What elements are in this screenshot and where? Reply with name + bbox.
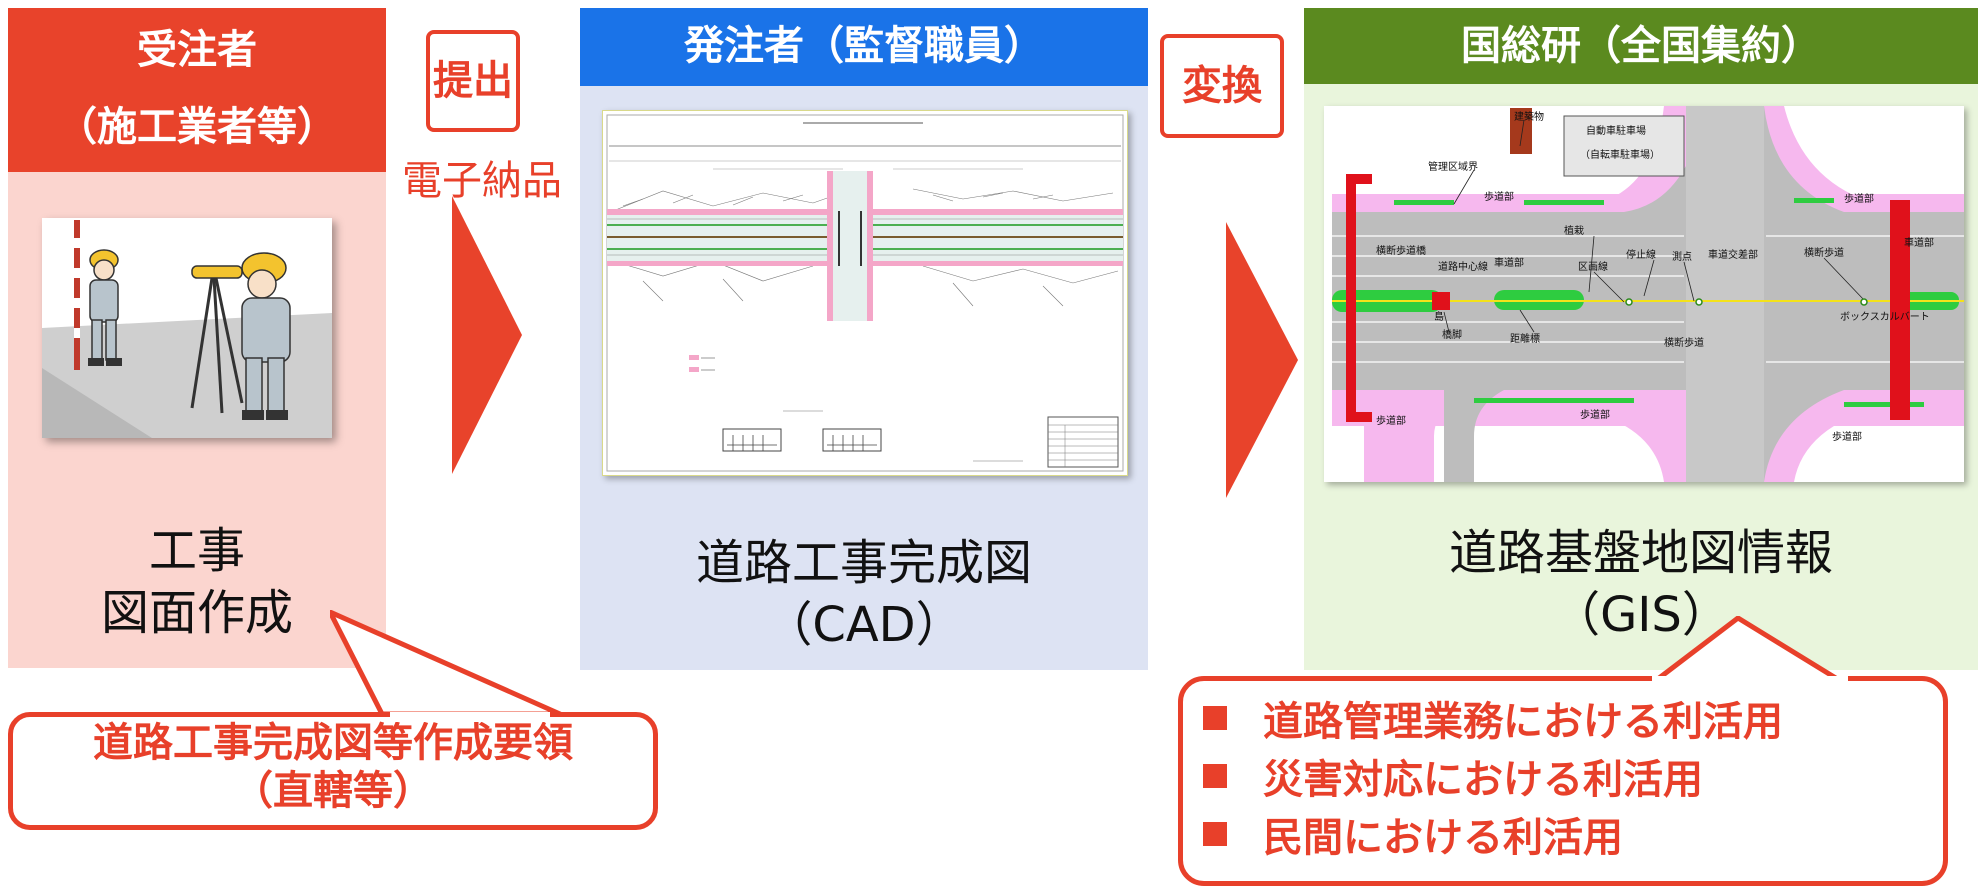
gis-label-sidewalk-bottom3: 歩道部 xyxy=(1832,430,1862,443)
gis-label-crossing-right: 横断歩道 xyxy=(1804,246,1844,259)
convert-arrow xyxy=(1226,222,1298,498)
uses-callout: 道路管理業務における利活用 災害対応における利活用 民間における利活用 xyxy=(1178,676,1948,886)
contractor-caption-line2: 図面作成 xyxy=(100,585,293,641)
gis-label-centerline: 道路中心線 xyxy=(1438,260,1488,273)
contractor-caption-line1: 工事 xyxy=(148,523,245,579)
bullet-square-icon xyxy=(1203,706,1227,730)
gis-label-distance: 距離標 xyxy=(1510,332,1540,345)
gis-label-carriageway: 車道部 xyxy=(1494,256,1524,269)
gis-label-building: 建築物 xyxy=(1514,110,1544,123)
gis-label-point: 測点 xyxy=(1672,250,1692,263)
uses-item-label: 道路管理業務における利活用 xyxy=(1263,699,1783,745)
contractor-header-line2: （施工業者等） xyxy=(57,104,337,150)
convert-tag: 変換 xyxy=(1160,34,1284,138)
gis-label-stopline: 停止線 xyxy=(1626,248,1656,261)
surveyor-illustration xyxy=(42,218,332,438)
gis-label-sidewalk-bottom2: 歩道部 xyxy=(1580,408,1610,421)
bullet-square-icon xyxy=(1203,764,1227,788)
gis-label-sidewalk-bottom: 歩道部 xyxy=(1376,414,1406,427)
uses-callout-tail-joint xyxy=(1652,676,1848,684)
uses-item-label: 民間における利活用 xyxy=(1263,815,1623,861)
uses-item: 民間における利活用 xyxy=(1203,805,1943,863)
gis-label-planting: 植栽 xyxy=(1564,224,1584,237)
guideline-callout: 道路工事完成図等作成要領 （直轄等） xyxy=(8,712,658,830)
orderer-caption-line1: 道路工事完成図 xyxy=(695,535,1032,591)
gis-label-box: ボックスカルバート xyxy=(1840,311,1930,323)
bullet-square-icon xyxy=(1203,822,1227,846)
gis-label-sidewalk-top: 歩道部 xyxy=(1484,190,1514,203)
nilim-caption-line2: （GIS） xyxy=(1552,587,1730,643)
gis-label-boundary: 管理区域界 xyxy=(1428,160,1478,173)
gis-label-parking2: （自転車駐車場） xyxy=(1580,148,1660,161)
guideline-line2: （直轄等） xyxy=(233,768,433,814)
guideline-line1: 道路工事完成図等作成要領 xyxy=(93,720,573,766)
contractor-caption: 工事 図面作成 xyxy=(8,520,386,644)
contractor-header: 受注者 （施工業者等） xyxy=(8,8,386,172)
nilim-caption-line1: 道路基盤地図情報 xyxy=(1448,525,1833,581)
orderer-caption: 道路工事完成図 （CAD） xyxy=(580,532,1148,656)
orderer-caption-line2: （CAD） xyxy=(764,597,964,653)
submit-tag: 提出 xyxy=(426,30,520,132)
gis-label-median: 区画線 xyxy=(1578,260,1608,273)
contractor-header-line1: 受注者 xyxy=(137,27,257,73)
gis-label-carriageway-right: 車道部 xyxy=(1904,236,1934,249)
guideline-callout-tail xyxy=(330,610,563,717)
uses-item-label: 災害対応における利活用 xyxy=(1263,757,1703,803)
orderer-header: 発注者（監督職員） xyxy=(580,8,1148,86)
gis-label-crosswalk: 横断歩道橋 xyxy=(1376,244,1426,257)
submit-label: 電子納品 xyxy=(402,158,562,204)
gis-label-intersection: 車道交差部 xyxy=(1708,248,1758,261)
gis-map: 建築物 自動車駐車場 （自転車駐車場） 管理区域界 歩道部 横断歩道橋 道路中心… xyxy=(1324,106,1964,482)
nilim-caption: 道路基盤地図情報 （GIS） xyxy=(1304,522,1978,646)
uses-item: 災害対応における利活用 xyxy=(1203,747,1943,805)
uses-item: 道路管理業務における利活用 xyxy=(1203,689,1943,747)
gis-label-sidewalk-right: 歩道部 xyxy=(1844,192,1874,205)
gis-label-crossing-bottom: 横断歩道 xyxy=(1664,336,1704,349)
gis-label-pier: 橋脚 xyxy=(1442,328,1462,341)
gis-label-parking1: 自動車駐車場 xyxy=(1586,124,1646,137)
nilim-header: 国総研（全国集約） xyxy=(1304,8,1978,84)
uses-list: 道路管理業務における利活用 災害対応における利活用 民間における利活用 xyxy=(1183,681,1943,863)
cad-drawing xyxy=(602,110,1128,476)
submit-arrow xyxy=(452,196,522,474)
guideline-callout-tail-joint xyxy=(390,712,550,722)
gis-label-island: 島 xyxy=(1434,310,1444,323)
